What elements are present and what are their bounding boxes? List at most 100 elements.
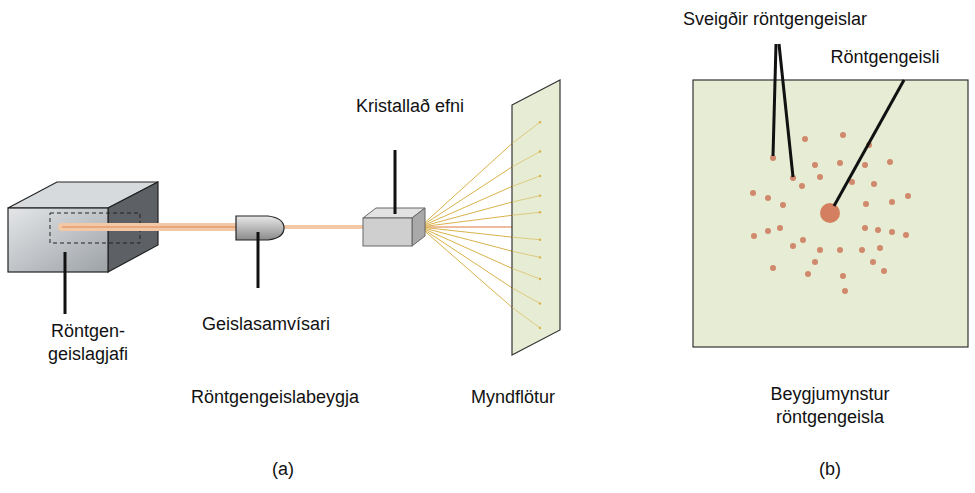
diffraction-spot bbox=[765, 195, 771, 201]
leader-line bbox=[394, 150, 397, 214]
diffraction-spots bbox=[750, 132, 911, 294]
leader-line bbox=[773, 44, 776, 156]
leader-line bbox=[257, 232, 260, 288]
diffracted-label-slot: Sveigðir röntgengeislar bbox=[655, 8, 895, 31]
diffraction-spot bbox=[837, 160, 843, 166]
diffracted-ray bbox=[420, 215, 512, 227]
ray-spot bbox=[539, 327, 541, 329]
crystal-side bbox=[412, 208, 425, 246]
diffraction-spot bbox=[840, 273, 846, 279]
collimator bbox=[236, 216, 284, 240]
crystal-label: Kristallað efni bbox=[356, 95, 464, 118]
diffraction-spot bbox=[817, 174, 823, 180]
diffraction-spot bbox=[862, 162, 868, 168]
ray-spot bbox=[539, 121, 541, 123]
diffraction-spot bbox=[862, 225, 868, 231]
diffraction-spot bbox=[871, 181, 877, 187]
panel-label-slot: (b) bbox=[800, 458, 860, 481]
beam-label-slot: Röntgengeisli bbox=[805, 46, 965, 69]
diffracted-ray bbox=[420, 227, 512, 288]
diffracted-ray bbox=[512, 237, 540, 240]
leader-line bbox=[834, 80, 904, 206]
image-screen bbox=[512, 80, 560, 355]
diffracted-ray bbox=[512, 307, 540, 328]
diffraction-spot bbox=[863, 201, 869, 207]
diffraction-spot bbox=[887, 159, 893, 165]
leader-line bbox=[64, 252, 67, 314]
screen-label-slot: Myndflötur bbox=[443, 386, 583, 409]
diffraction-spot bbox=[799, 183, 805, 189]
diffraction-spot bbox=[802, 136, 808, 142]
ray-spot bbox=[539, 194, 541, 196]
crystal-front bbox=[363, 218, 412, 246]
ray-spot bbox=[539, 256, 541, 258]
diffracted-ray bbox=[512, 288, 540, 304]
crystal-label-slot: Kristallað efni bbox=[355, 95, 465, 118]
diffracted-ray bbox=[512, 152, 540, 167]
diffraction-spot bbox=[812, 162, 818, 168]
diffraction-spot bbox=[840, 132, 846, 138]
diffraction-spot bbox=[889, 229, 895, 235]
diffraction-spot bbox=[780, 202, 786, 208]
diffracted-ray bbox=[420, 227, 512, 268]
diffracted-ray bbox=[420, 144, 512, 227]
pattern-caption: Beygjumynstur röntgengeisla bbox=[750, 383, 910, 430]
leader-line bbox=[779, 44, 793, 177]
diffraction-spot bbox=[770, 265, 776, 271]
diffraction-spot bbox=[750, 190, 756, 196]
central-spot bbox=[820, 203, 840, 223]
pattern-caption-slot: Beygjumynstur röntgengeisla bbox=[750, 383, 910, 430]
diffraction-spot bbox=[877, 245, 883, 251]
beam-label: Röntgengeisli bbox=[830, 46, 939, 69]
diffraction-spot bbox=[870, 259, 876, 265]
diffracted-ray bbox=[420, 227, 512, 307]
diffracted-rays bbox=[420, 144, 512, 308]
xray-beam bbox=[62, 223, 238, 231]
diffracted-ray bbox=[512, 122, 540, 143]
diffraction-spot bbox=[805, 271, 811, 277]
diffraction-spot bbox=[777, 225, 783, 231]
collimator-label-slot: Geislasamvísari bbox=[166, 313, 366, 336]
setup-caption-slot: Röntgengeislabeygja bbox=[155, 386, 395, 409]
diffraction-spot bbox=[903, 232, 909, 238]
diffracted-ray bbox=[420, 167, 512, 227]
panel-label-slot: (a) bbox=[253, 458, 313, 481]
setup-caption: Röntgengeislabeygja bbox=[191, 386, 359, 409]
diffracted-ray bbox=[512, 176, 540, 186]
diffracted-ray bbox=[512, 268, 540, 279]
screen-label: Myndflötur bbox=[471, 386, 555, 409]
pattern-screen bbox=[693, 80, 968, 347]
xray-beam-core bbox=[62, 226, 238, 228]
ray-spot bbox=[539, 239, 541, 241]
ray-spot bbox=[539, 302, 541, 304]
diffraction-spot bbox=[790, 243, 796, 249]
source-label-slot: Röntgen- geislagjafi bbox=[38, 320, 138, 367]
diffracted-ray bbox=[420, 202, 512, 227]
source-label: Röntgen- geislagjafi bbox=[38, 320, 138, 367]
diffracted-ray bbox=[512, 196, 540, 202]
diffraction-spot bbox=[875, 227, 881, 233]
diffracted-rays bbox=[512, 121, 541, 329]
diffracted-ray bbox=[420, 186, 512, 227]
diffraction-spot bbox=[842, 288, 848, 294]
diffraction-spot bbox=[837, 247, 843, 253]
ray-spot bbox=[539, 278, 541, 280]
diffraction-spot bbox=[881, 268, 887, 274]
ray-spot bbox=[539, 150, 541, 152]
panel-label: (a) bbox=[272, 458, 294, 481]
collimator-label: Geislasamvísari bbox=[202, 313, 330, 336]
diffraction-spot bbox=[800, 237, 806, 243]
diffraction-spot bbox=[905, 193, 911, 199]
diffracted-ray bbox=[512, 251, 540, 257]
diffraction-spot bbox=[889, 199, 895, 205]
diffracted-label: Sveigðir röntgengeislar bbox=[683, 8, 867, 31]
ray-spot bbox=[539, 175, 541, 177]
diffraction-spot bbox=[765, 228, 771, 234]
ray-spot bbox=[539, 211, 541, 213]
diffracted-ray bbox=[512, 212, 540, 215]
source-front bbox=[8, 208, 108, 272]
diffraction-spot bbox=[859, 247, 865, 253]
panel-label: (b) bbox=[819, 458, 841, 481]
diffraction-spot bbox=[751, 233, 757, 239]
